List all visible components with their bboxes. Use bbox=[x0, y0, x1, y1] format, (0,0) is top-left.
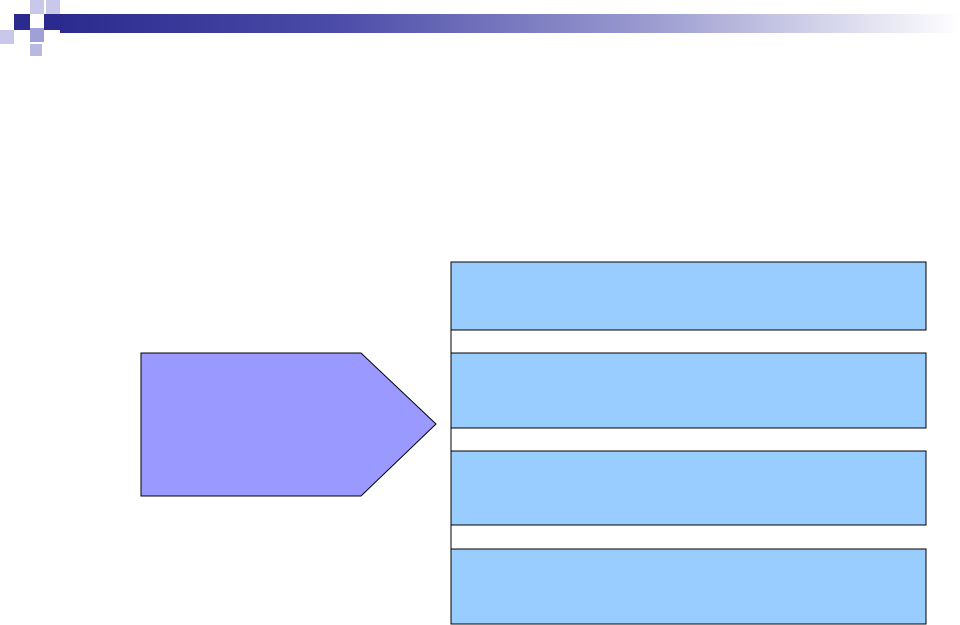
arrow-shape bbox=[140, 352, 437, 497]
box-1 bbox=[450, 261, 927, 331]
checker-square-light bbox=[46, 0, 60, 14]
box-4-rect bbox=[450, 548, 927, 625]
box-3-rect bbox=[450, 450, 927, 526]
checker-square-mid bbox=[30, 28, 44, 42]
checker-square-dark bbox=[14, 14, 30, 30]
box-1-rect bbox=[450, 261, 927, 331]
arrow-pentagon bbox=[140, 352, 437, 497]
checker-decoration bbox=[0, 0, 80, 60]
box-3 bbox=[450, 450, 927, 526]
checker-square-dark bbox=[44, 14, 60, 30]
checker-square-light bbox=[0, 30, 14, 44]
checker-square-light bbox=[30, 0, 44, 14]
box-4 bbox=[450, 548, 927, 625]
checker-square-light bbox=[30, 44, 42, 56]
box-2-rect bbox=[450, 352, 927, 429]
box-2 bbox=[450, 352, 927, 429]
header-gradient-bar bbox=[60, 14, 960, 33]
